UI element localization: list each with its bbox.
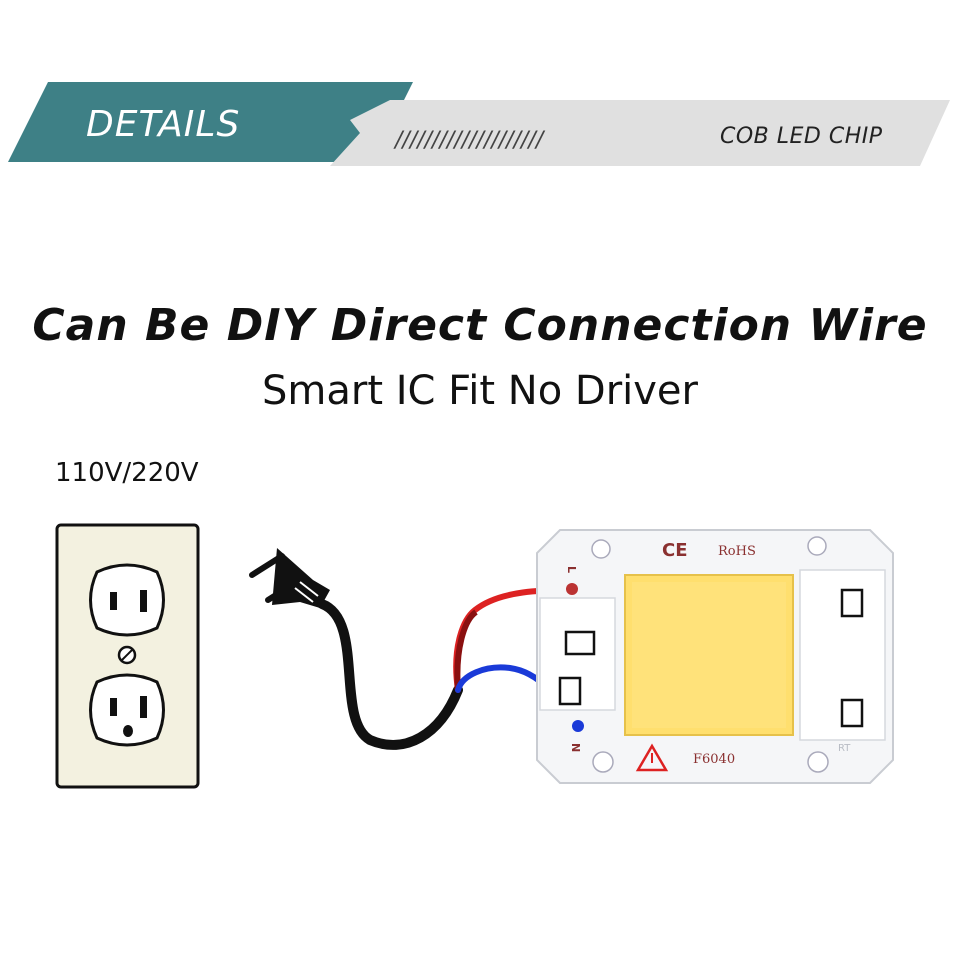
rohs-mark: RoHS: [718, 544, 756, 559]
pin-n-label: N: [569, 743, 582, 752]
wall-outlet: [55, 523, 200, 789]
voltage-label: 110V/220V: [55, 458, 199, 488]
cob-led-chip: CE RoHS F6040 L N RT: [536, 529, 894, 784]
rt-label: RT: [838, 743, 851, 754]
ce-mark: CE: [662, 540, 688, 561]
details-banner: [8, 82, 413, 162]
headline: Can Be DIY Direct Connection Wire: [32, 300, 928, 351]
warning-icon: [635, 743, 669, 772]
banner-title: DETAILS: [86, 104, 241, 145]
hatch-lines: ////////////////////: [393, 128, 546, 153]
power-cable: [317, 599, 463, 750]
subline: Smart IC Fit No Driver: [262, 368, 698, 414]
banner-subtitle: COB LED CHIP: [720, 124, 883, 149]
pin-l-label: L: [565, 566, 578, 573]
subtitle-banner: ////////////////////: [330, 100, 950, 166]
model-number: F6040: [693, 752, 735, 767]
plug-icon: [249, 548, 330, 608]
